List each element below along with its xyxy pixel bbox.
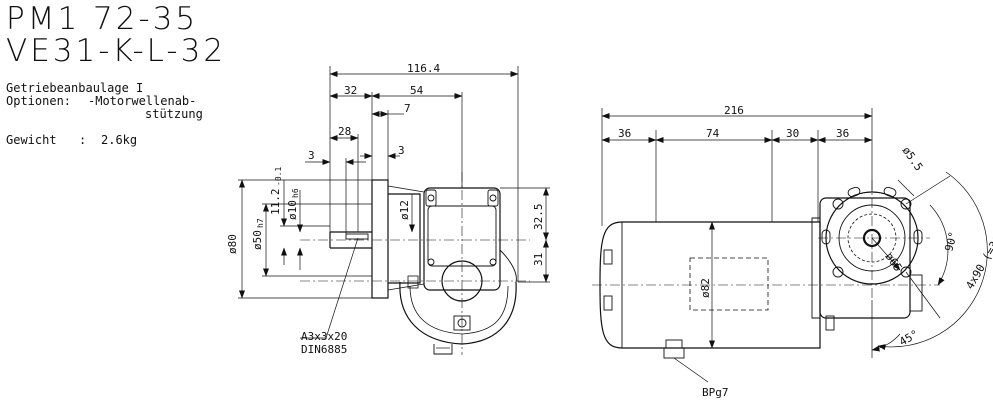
mount-hole-br [900, 266, 912, 278]
flange-neck [388, 193, 421, 284]
angle-4x90: 4x90 (=360°) [963, 216, 993, 291]
front-gearbox [819, 197, 911, 319]
weight-separator: : [79, 133, 87, 147]
dim-phi10: ø10 [286, 200, 299, 220]
options-value-line1: -Motorwellenab- [88, 94, 197, 108]
model-title: PM1 72-35 [6, 1, 199, 37]
key-label: A3x3x20 [301, 330, 347, 343]
key-norm: DIN6885 [301, 343, 347, 356]
front-view-dimensions [601, 108, 988, 383]
motor-bell [399, 281, 517, 345]
side-cable-gland [433, 344, 453, 355]
dim-phi50-tolerance: h7 [256, 218, 265, 228]
weight-label: Gewicht [6, 133, 57, 147]
side-view [300, 172, 530, 355]
dim-phi5-5: ø5.5 [900, 144, 926, 173]
dim-32: 32 [344, 84, 357, 97]
motor-body [599, 221, 821, 349]
front-view [592, 180, 940, 359]
dim-54: 54 [410, 84, 424, 97]
dim-11-2-tolerance: -0.1 [274, 167, 283, 186]
weight-value: 2.6kg [101, 133, 138, 147]
output-shaft [329, 231, 372, 249]
dim-phi82: ø82 [699, 278, 712, 298]
mounting-note: Getriebeanbaulage I [6, 81, 144, 95]
dim-7: 7 [404, 102, 411, 115]
dim-28: 28 [338, 125, 351, 138]
dim-3-left: 3 [308, 149, 315, 162]
front-view-labels: 216 36 74 30 36 ø82 ø5.5 ø65 90° 4x90 (=… [618, 104, 993, 399]
mount-hole-tl [832, 198, 844, 210]
dim-phi10-tolerance: h6 [291, 188, 300, 198]
dim-11-2: 11.2 [269, 189, 282, 216]
dim-36-left: 36 [618, 127, 631, 140]
dim-3-right: 3 [398, 144, 405, 157]
angle-90: 90° [942, 230, 960, 253]
shaft-key [345, 233, 369, 240]
dim-phi50: ø50 [251, 230, 264, 250]
dim-30: 30 [786, 127, 799, 140]
dim-phi12: ø12 [398, 200, 411, 220]
side-view-dimensions [238, 66, 550, 339]
dim-116-4: 116.4 [407, 62, 440, 75]
angle-45: 45° [897, 327, 921, 348]
front-cable-gland [663, 347, 685, 359]
dim-32-5: 32.5 [532, 204, 545, 231]
side-view-labels: 116.4 32 54 7 28 3 3 ø80 ø50 h7 11.2 -0.… [226, 62, 545, 356]
options-value-line2: stützung [145, 107, 203, 121]
dim-31: 31 [532, 253, 545, 266]
options-label: Optionen: [6, 94, 72, 108]
mount-hole-bl [832, 266, 844, 278]
mount-hole-tr [900, 198, 912, 210]
dim-36-right: 36 [836, 127, 849, 140]
dim-phi80: ø80 [226, 234, 239, 254]
dim-216: 216 [724, 104, 744, 117]
flange-plate [371, 179, 389, 299]
gland-label: BPg7 [702, 386, 729, 399]
dim-74: 74 [706, 127, 720, 140]
variant-title: VE31-K-L-32 [6, 33, 227, 69]
label-area [689, 257, 769, 311]
